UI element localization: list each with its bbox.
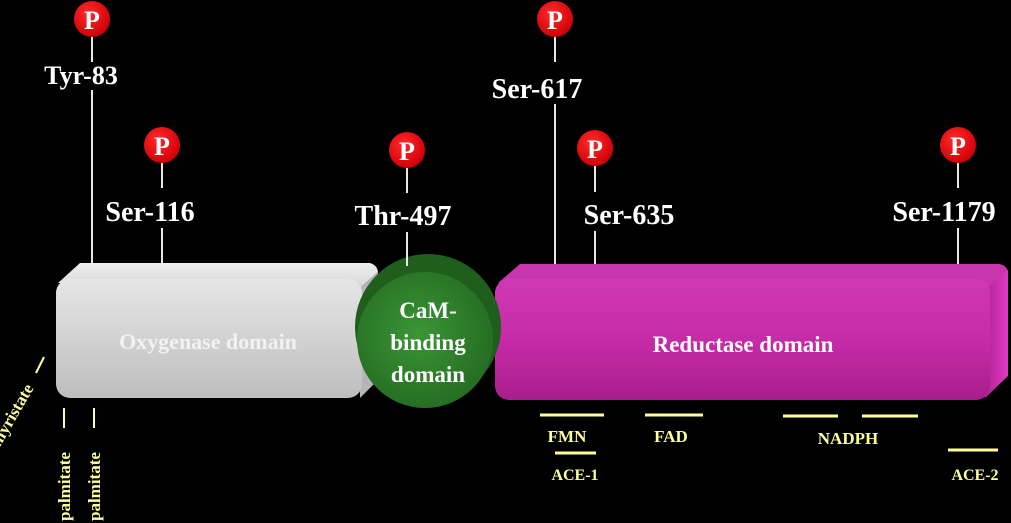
reductase-domain: Reductase domain: [495, 264, 1008, 400]
ser1179-phospho-marker: P: [950, 132, 966, 161]
palmitate-label-1: palmitate: [55, 452, 74, 521]
oxygenase-domain: Oxygenase domain: [56, 263, 378, 398]
cam-label-line2: binding: [390, 330, 466, 355]
ser1179-phospho-circle: [940, 127, 976, 163]
cam-label-line3: domain: [391, 362, 465, 387]
cam-binding-domain: CaM- binding domain: [355, 254, 501, 408]
binding-regions: FMN ACE-1 FAD NADPH ACE-2: [540, 413, 999, 484]
fmn-label: FMN: [548, 427, 587, 446]
ser116-label: Ser-116: [105, 197, 194, 228]
oxygenase-front-face: [56, 279, 362, 398]
ser1179-label: Ser-1179: [892, 197, 995, 228]
cam-sphere-front: [357, 272, 493, 408]
ser617-label: Ser-617: [492, 74, 583, 105]
ser635-label: Ser-635: [584, 200, 675, 231]
phospho-site-ser635: P Ser-635: [577, 130, 674, 264]
tyr83-phospho-circle: [74, 1, 110, 37]
nadph-label: NADPH: [818, 429, 878, 448]
fad-label: FAD: [654, 427, 688, 446]
phospho-site-ser1179: P Ser-1179: [892, 127, 996, 264]
ser635-phospho-marker: P: [587, 135, 603, 164]
ser116-phospho-circle: [144, 127, 180, 163]
cam-label-line1: CaM-: [399, 298, 456, 323]
phospho-site-tyr83: P Tyr-83: [44, 1, 118, 263]
ser617-phospho-marker: P: [547, 6, 563, 35]
thr497-phospho-circle: [389, 132, 425, 168]
myristate-label: myristate: [0, 380, 38, 450]
tyr83-label: Tyr-83: [44, 61, 118, 90]
ser635-phospho-circle: [577, 130, 613, 166]
reductase-label: Reductase domain: [653, 332, 834, 357]
ace2-label: ACE-2: [951, 467, 998, 484]
phospho-site-ser617: P Ser-617: [492, 1, 583, 264]
oxygenase-label: Oxygenase domain: [119, 329, 297, 354]
phospho-site-thr497: P Thr-497: [355, 132, 452, 266]
reductase-side-face: [985, 270, 1008, 398]
phospho-site-ser116: P Ser-116: [105, 127, 195, 263]
thr497-phospho-marker: P: [399, 137, 415, 166]
tyr83-phospho-marker: P: [84, 6, 100, 35]
ser116-phospho-marker: P: [154, 132, 170, 161]
palmitate-label-2: palmitate: [85, 452, 104, 521]
myristate-tick: [35, 356, 45, 374]
ser617-phospho-circle: [537, 1, 573, 37]
ace1-label: ACE-1: [551, 467, 598, 484]
thr497-label: Thr-497: [355, 201, 452, 232]
reductase-front-face: [495, 279, 990, 400]
